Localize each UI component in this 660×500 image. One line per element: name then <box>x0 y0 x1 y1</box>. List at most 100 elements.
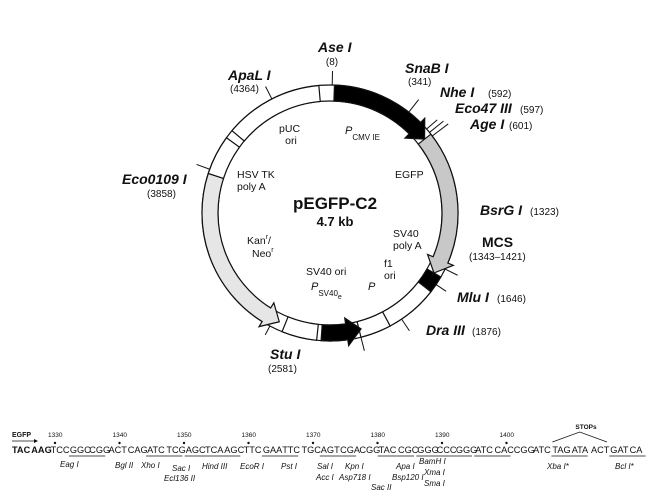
seq-triplet: ACT <box>109 445 128 455</box>
tick-mlu <box>401 318 410 332</box>
site-dra-iii: Dra III <box>426 322 466 338</box>
site-stu-i-pos: (2581) <box>268 364 297 375</box>
neo-sup: r <box>271 247 274 254</box>
feature-puc-ori-line2: ori <box>285 135 297 147</box>
feature-p-small: P <box>368 281 376 293</box>
seq-number: 1380 <box>371 432 386 439</box>
site-nhe-i: Nhe I <box>440 84 475 100</box>
feature-pcmv-promoter: PCMV IE <box>345 125 380 142</box>
seq-number-dot <box>311 441 315 445</box>
segment-sv40-ori <box>281 316 319 341</box>
feature-puc-ori: pUC ori <box>279 123 303 147</box>
kan-slash: / <box>268 235 271 247</box>
tick-apal <box>265 86 273 100</box>
enzyme-eag: Eag I <box>60 460 79 469</box>
seq-triplet: ATA <box>572 445 589 455</box>
seq-triplet: GAT <box>610 445 629 455</box>
tick-bsrg <box>444 268 458 276</box>
seq-triplet: ATC <box>533 445 551 455</box>
seq-triplet: TCG <box>166 445 185 455</box>
site-eco0109-i: Eco0109 I <box>122 171 188 187</box>
site-ase-i: Ase I <box>317 39 353 55</box>
seq-number: 1340 <box>113 432 128 439</box>
seq-number-dot <box>53 441 57 445</box>
site-eco47-iii-pos: (597) <box>520 105 543 116</box>
enzyme-asp: Asp718 I <box>338 473 371 482</box>
f1-line1: f1 <box>384 258 393 270</box>
site-age-i-pos: (601) <box>509 121 532 132</box>
seq-number: 1400 <box>500 432 515 439</box>
segment-psv40 <box>320 316 362 348</box>
seq-triplet: TAC <box>379 445 397 455</box>
seq-triplet: TAC <box>12 445 31 455</box>
kan-sup: r <box>266 234 269 241</box>
seq-triplet: ATC <box>475 445 493 455</box>
seq-triplet: TTC <box>244 445 262 455</box>
enzyme-apa: Apa I <box>395 462 415 471</box>
seq-triplet: GAA <box>263 445 283 455</box>
enzyme-ecor: EcoR I <box>240 462 265 471</box>
site-apal-i: ApaL I <box>227 67 272 83</box>
site-bsrg-i: BsrG I <box>480 202 523 218</box>
seq-number-dot <box>505 441 508 445</box>
tick-snab <box>408 99 420 113</box>
seq-triplet: CAG <box>128 445 148 455</box>
seq-egfp-arrowhead <box>34 439 38 443</box>
seq-triplet: CGG <box>89 445 110 455</box>
feature-f1-ori: f1 ori <box>384 258 396 282</box>
seq-number: 1370 <box>306 432 321 439</box>
segment-sv40-polya <box>381 281 432 327</box>
stops-bracket <box>552 431 608 443</box>
seq-triplet: ACT <box>591 445 610 455</box>
seq-triplet: TGC <box>302 445 322 455</box>
enzyme-xma: Xma I <box>423 468 446 477</box>
enzyme-pst: Pst I <box>281 462 298 471</box>
feature-psv40-promoter: PSV40e <box>311 281 342 301</box>
hsv-line1: HSV TK <box>237 169 275 181</box>
seq-triplet: TTC <box>282 445 300 455</box>
psv40-subscript: SV40 <box>318 289 338 298</box>
site-ase-i-pos: (8) <box>326 57 338 68</box>
seq-triplet: CCC <box>437 445 457 455</box>
seq-number: 1390 <box>435 432 450 439</box>
feature-kan-neo: Kanr/ Neor <box>247 234 274 260</box>
seq-triplet: ATC <box>147 445 165 455</box>
tick-stu <box>264 325 271 336</box>
tick-age <box>431 123 449 137</box>
site-snab-i: SnaB I <box>405 60 450 76</box>
enzyme-xho: Xho I <box>140 461 160 470</box>
site-eco47-iii: Eco47 III <box>455 100 513 116</box>
seq-triplet: TCA <box>205 445 224 455</box>
tick-eco0109 <box>196 163 210 170</box>
enzyme-bsp: Bsp120 I <box>392 473 424 482</box>
tick-mcs <box>435 284 447 292</box>
seq-triplet: CGC <box>398 445 419 455</box>
seq-number: 1360 <box>242 432 257 439</box>
pcmv-p: P <box>345 125 353 137</box>
site-age-i: Age I <box>469 116 505 132</box>
site-nhe-i-pos: (592) <box>488 89 511 100</box>
tick-eco47 <box>429 120 444 133</box>
pcmv-subscript: CMV IE <box>352 133 380 142</box>
seq-number-dot <box>376 441 379 445</box>
hsv-line2: poly A <box>237 181 266 193</box>
seq-triplet: GGC <box>70 445 91 455</box>
enzyme-hind: Hind III <box>202 462 228 471</box>
seq-number: 1330 <box>48 432 63 439</box>
seq-stops-label: STOPs <box>575 424 597 431</box>
seq-number-dot <box>247 441 250 445</box>
seq-triplet: GGG <box>417 445 438 455</box>
site-mlu-i: Mlu I <box>457 289 490 305</box>
site-stu-i: Stu I <box>270 346 301 362</box>
site-eco0109-i-pos: (3858) <box>147 189 176 200</box>
seq-triplet: CGG <box>514 445 535 455</box>
plasmid-ring <box>196 71 459 351</box>
enzyme-ecl: Ecl136 II <box>164 474 196 483</box>
kan-text: Kan <box>247 235 266 247</box>
seq-triplet: CGG <box>359 445 380 455</box>
seq-triplet: AGT <box>321 445 340 455</box>
enzyme-bam: BamH I <box>419 457 446 466</box>
